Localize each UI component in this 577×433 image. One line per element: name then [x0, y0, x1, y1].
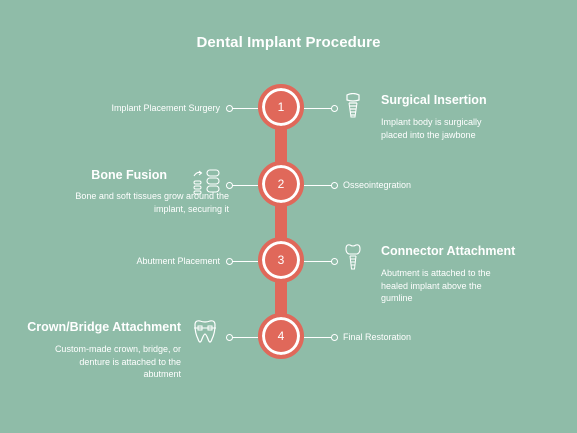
step-4-heading: Crown/Bridge Attachment	[27, 320, 181, 334]
implant-icon	[346, 93, 360, 118]
step-3-description: Abutment is attached to the healed impla…	[381, 268, 491, 303]
step-2-right-dot	[331, 182, 338, 189]
step-4-label: Final Restoration	[343, 332, 412, 342]
step-4-left-connector	[231, 337, 258, 338]
step-2-left-dot	[226, 182, 233, 189]
timeline-bar	[275, 108, 287, 334]
step-3-heading: Connector Attachment	[381, 244, 516, 258]
step-2-right-connector	[304, 185, 332, 186]
step-3-right-dot	[331, 258, 338, 265]
step-4-number: 4	[277, 329, 285, 343]
step-1-right-connector	[304, 108, 332, 109]
implant-icon	[345, 244, 361, 270]
bone-fusion-icon	[193, 169, 220, 195]
step-1-left-connector	[231, 108, 258, 109]
step-3-right-connector	[304, 261, 332, 262]
braces-tooth-icon	[194, 320, 216, 343]
step-1-circle: 1	[258, 84, 304, 130]
step-1-right-dot	[331, 105, 338, 112]
step-4-right-connector	[304, 337, 332, 338]
step-3-left-connector	[231, 261, 258, 262]
step-4-right-dot	[331, 334, 338, 341]
step-1-description: Implant body is surgically placed into t…	[381, 117, 482, 140]
step-1-heading: Surgical Insertion	[381, 93, 487, 107]
step-1-number: 1	[277, 100, 285, 114]
step-4-circle: 4	[258, 313, 304, 359]
step-2-number: 2	[277, 177, 285, 191]
page-title: Dental Implant Procedure	[196, 34, 381, 51]
step-3-circle: 3	[258, 237, 304, 283]
step-4-left-dot	[226, 334, 233, 341]
step-2-left-connector	[231, 185, 258, 186]
step-3-left-dot	[226, 258, 233, 265]
step-3-label: Abutment Placement	[136, 256, 220, 266]
step-2-circle: 2	[258, 161, 304, 207]
step-4-description: Custom-made crown, bridge, or denture is…	[54, 344, 181, 379]
step-1-label: Implant Placement Surgery	[111, 103, 220, 113]
step-1-left-dot	[226, 105, 233, 112]
step-2-label: Osseointegration	[343, 180, 412, 190]
step-3-number: 3	[277, 253, 285, 267]
step-2-description: Bone and soft tissues grow around the im…	[75, 191, 229, 214]
step-2-heading: Bone Fusion	[91, 168, 167, 182]
